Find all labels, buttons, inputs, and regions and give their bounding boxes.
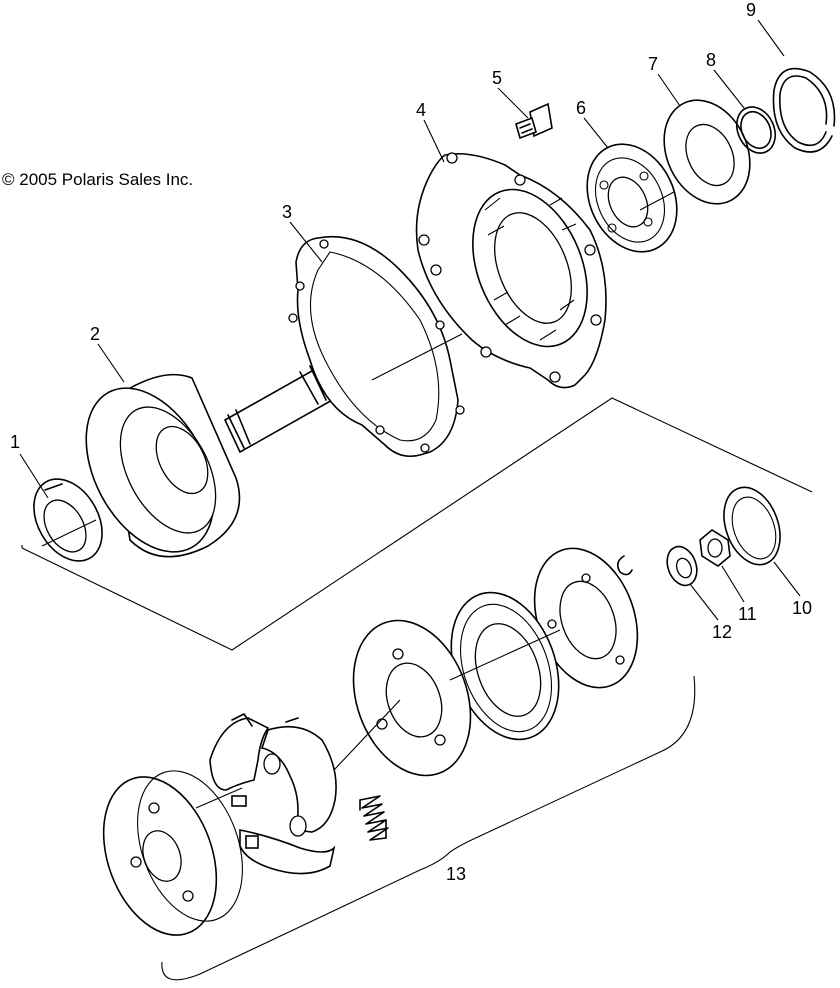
part-13-clutch-hub[interactable] [83, 756, 262, 951]
callout-13: 13 [446, 864, 466, 884]
e-clip[interactable] [616, 555, 633, 576]
callout-8: 8 [706, 50, 716, 70]
part-13-spring[interactable] [359, 795, 389, 841]
callout-7: 7 [648, 54, 658, 74]
part-4-housing-cover[interactable] [415, 152, 609, 389]
part-13-clutch-plate-front[interactable] [333, 604, 491, 792]
callout-1: 1 [10, 432, 20, 452]
upper-assembly-outline [21, 397, 813, 651]
part-8-snap-ring[interactable] [730, 101, 783, 160]
part-3-gasket[interactable] [288, 235, 465, 458]
leader-2 [97, 343, 125, 383]
leader-8 [713, 69, 745, 109]
part-11-nut[interactable] [699, 529, 731, 567]
callout-10: 10 [792, 598, 812, 618]
leader-10 [773, 561, 801, 597]
copyright-notice: © 2005 Polaris Sales Inc. [2, 170, 194, 189]
part-13-clutch-shoes[interactable] [209, 713, 337, 875]
part-13-friction-disc[interactable] [432, 577, 578, 754]
leader-6 [583, 117, 609, 149]
part-13-clutch-plate-rear[interactable] [516, 534, 655, 702]
part-10-washer[interactable] [714, 480, 790, 573]
part-9-retaining-ring[interactable] [772, 67, 836, 153]
callout-4: 4 [416, 100, 426, 120]
leader-4 [423, 119, 445, 163]
part-12-washer[interactable] [662, 542, 702, 589]
callout-6: 6 [576, 98, 586, 118]
center-axis-upper [41, 191, 675, 547]
callout-9: 9 [746, 0, 756, 20]
leader-1 [19, 453, 49, 499]
callout-11: 11 [738, 604, 757, 624]
part-5-bolt[interactable] [515, 102, 553, 140]
part-6-bearing[interactable] [570, 129, 693, 266]
callout-12: 12 [712, 622, 732, 642]
leader-5 [497, 87, 529, 119]
callout-3: 3 [282, 202, 292, 222]
callout-5: 5 [492, 68, 502, 88]
leader-12 [689, 583, 719, 621]
part-13-bracket [161, 675, 696, 981]
callout-2: 2 [90, 324, 100, 344]
leader-9 [757, 19, 785, 57]
leader-11 [721, 565, 745, 603]
part-1-seal-ring[interactable] [20, 467, 116, 573]
leader-3 [289, 221, 323, 263]
part-2-clutch-drum[interactable] [60, 346, 359, 574]
leader-7 [657, 73, 681, 107]
center-axis-lower [195, 629, 561, 809]
part-7-seal[interactable] [648, 86, 766, 218]
